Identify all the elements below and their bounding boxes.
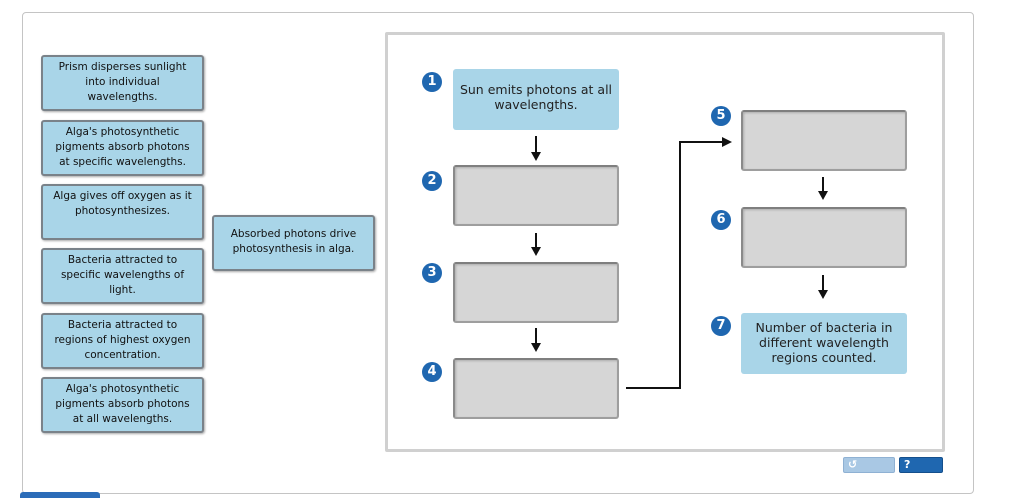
label-tile[interactable]: Alga's photosynthetic pigments absorb ph… [41,377,204,433]
label-tile-text: Bacteria attracted to specific wavelengt… [60,254,185,296]
step-number-badge: 4 [422,362,442,382]
drop-target-5[interactable] [741,110,907,171]
label-tile[interactable]: Bacteria attracted to specific wavelengt… [41,248,204,304]
label-tile[interactable]: Alga's photosynthetic pigments absorb ph… [41,120,204,176]
step-text: Sun emits photons at all wavelengths. [459,82,613,112]
undo-icon: ↺ [848,458,858,471]
label-tile[interactable]: Prism disperses sunlight into individual… [41,55,204,111]
step-box-1: Sun emits photons at all wavelengths. [453,69,619,130]
label-tile-text: Alga's photosynthetic pigments absorb ph… [55,383,190,425]
step-number-badge: 6 [711,210,731,230]
help-button[interactable]: ? help [899,457,943,485]
label-tile-text: Prism disperses sunlight into individual… [58,61,187,103]
drop-target-6[interactable] [741,207,907,268]
step-text: Number of bacteria in different waveleng… [755,320,893,365]
reset-button[interactable]: ↺ reset [843,457,895,485]
label-tile-text: Alga gives off oxygen as it photosynthes… [53,190,192,217]
step-number-badge: 2 [422,171,442,191]
label-tile[interactable]: Alga gives off oxygen as it photosynthes… [41,184,204,240]
label-tile-text: Alga's photosynthetic pigments absorb ph… [55,126,190,168]
step-box-7: Number of bacteria in different waveleng… [741,313,907,374]
step-number-badge: 1 [422,72,442,92]
question-icon: ? [904,458,911,471]
label-tile-text: Absorbed photons drive photosynthesis in… [230,228,357,255]
drop-target-2[interactable] [453,165,619,226]
step-number-badge: 5 [711,106,731,126]
step-number-badge: 7 [711,316,731,336]
label-tile[interactable]: Bacteria attracted to regions of highest… [41,313,204,369]
drop-target-4[interactable] [453,358,619,419]
label-tile-text: Bacteria attracted to regions of highest… [54,319,191,361]
label-tile[interactable]: Absorbed photons drive photosynthesis in… [212,215,375,271]
tab-stub [20,492,100,498]
step-number-badge: 3 [422,263,442,283]
drop-target-3[interactable] [453,262,619,323]
